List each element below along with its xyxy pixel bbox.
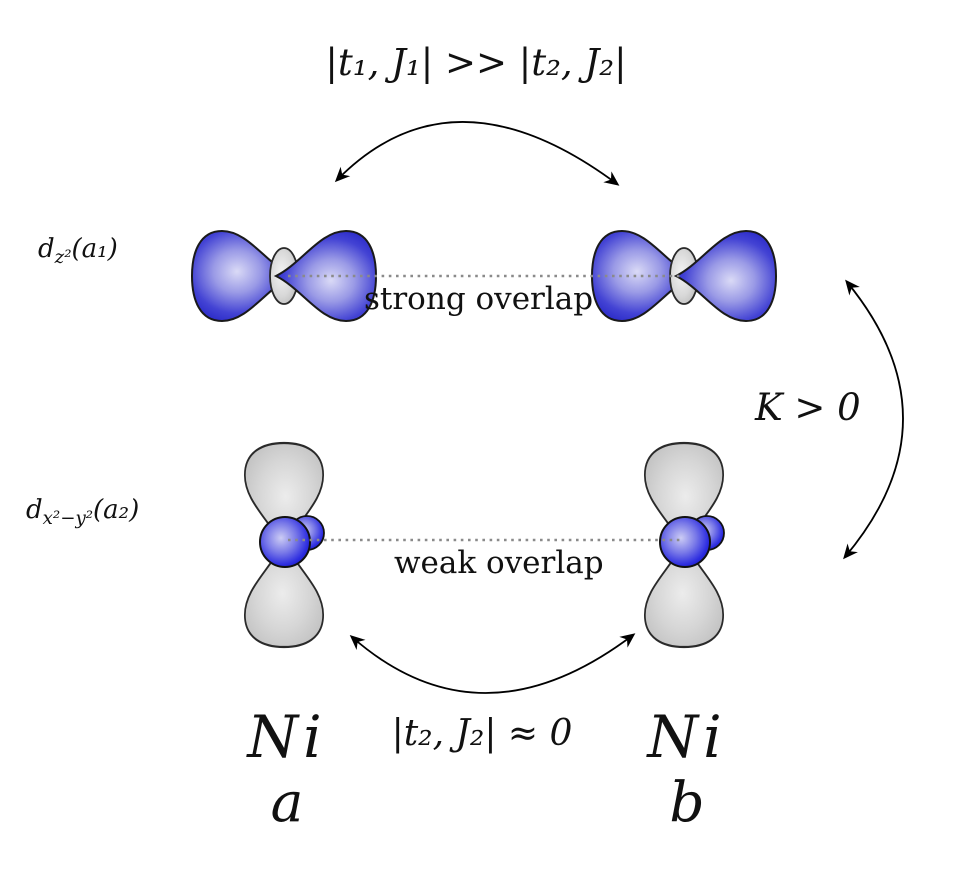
weak-coupling-arrow	[349, 633, 636, 694]
dx2y2-arg: (a₂)	[93, 495, 140, 525]
dz2-orbital-atom-a	[191, 230, 377, 322]
dz2-base: d	[38, 234, 55, 264]
atom-b-symbol: Ni	[647, 703, 727, 771]
atom-b-label: Ni b	[647, 703, 727, 835]
dx2y2-subscript: x²−y²	[42, 508, 94, 530]
dx2y2-orbital-label: dx²−y²(a₂)	[26, 495, 140, 528]
top-relation-label: |t₁, J₁| >> |t₂, J₂|	[325, 41, 627, 84]
exchange-constant-label: K > 0	[755, 386, 861, 429]
dz2-b-right-lobe	[675, 230, 777, 322]
dx2y2-orbital-atom-a	[243, 441, 325, 649]
strong-overlap-label: strong overlap	[364, 281, 594, 317]
dx2y2-orbital-atom-b	[643, 441, 725, 649]
strong-coupling-arrow	[334, 121, 620, 186]
atom-b-site: b	[669, 770, 705, 835]
dx2y2-b-front-sphere	[659, 516, 711, 568]
bottom-relation-label: |t₂, J₂| ≈ 0	[391, 713, 573, 754]
dz2-orbital-label: dz²(a₁)	[38, 234, 118, 267]
dz2-arg: (a₁)	[71, 234, 118, 264]
hund-coupling-arrow	[843, 279, 904, 560]
dz2-subscript: z²	[54, 247, 72, 269]
weak-overlap-label: weak overlap	[394, 545, 604, 581]
atom-a-label: Ni a	[247, 703, 327, 835]
dx2y2-base: d	[26, 495, 43, 525]
atom-a-symbol: Ni	[247, 703, 327, 771]
atom-a-site: a	[270, 770, 304, 835]
dx2y2-a-front-sphere	[259, 516, 311, 568]
